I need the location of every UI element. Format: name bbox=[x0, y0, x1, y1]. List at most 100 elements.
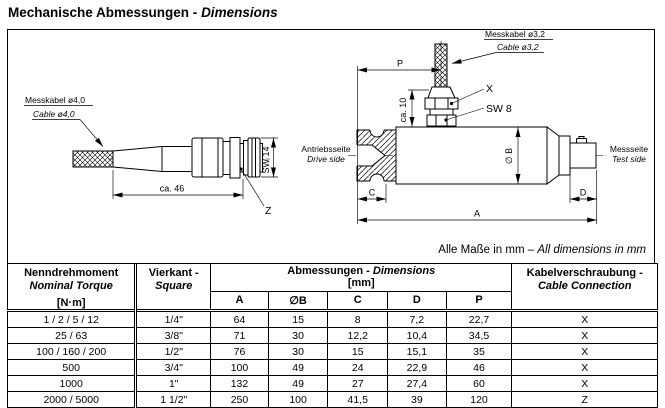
dimensions-table: Nenndrehmoment Nominal Torque [N·m] Vier… bbox=[6, 263, 658, 408]
cell-c: 27 bbox=[327, 375, 389, 392]
dim-d-label: D bbox=[580, 188, 587, 198]
cable-label-en: Cable ø4,0 bbox=[33, 109, 75, 119]
dimension-b: ∅ B bbox=[504, 127, 521, 184]
cell-square: 1 1/2" bbox=[134, 391, 212, 408]
dimensions-table-container: Nenndrehmoment Nominal Torque [N·m] Vier… bbox=[6, 263, 658, 408]
cell-b: 30 bbox=[267, 343, 329, 360]
dimension-sw8: SW 8 bbox=[444, 103, 512, 122]
cell-b: 100 bbox=[267, 391, 329, 408]
dimension-d: D bbox=[569, 170, 598, 224]
cable-gland bbox=[424, 86, 459, 127]
dimension-c: C bbox=[357, 184, 387, 203]
cell-p: 120 bbox=[445, 391, 513, 408]
cell-c: 8 bbox=[327, 309, 389, 328]
cell-a: 64 bbox=[210, 309, 269, 328]
dim-c-label: C bbox=[369, 188, 376, 198]
cell-b: 15 bbox=[267, 309, 329, 328]
dim-ca10-label: ca. 10 bbox=[398, 98, 408, 123]
col-header-dimensions-en: Dimensions bbox=[372, 264, 436, 277]
col-header-cable-en: Cable Connection bbox=[537, 279, 632, 292]
col-header-square-en: Square bbox=[155, 279, 193, 292]
subcol-b: ∅B bbox=[267, 290, 329, 312]
col-header-dimensions: Abmessungen - Dimensions [mm] bbox=[210, 263, 513, 292]
cell-square: 1" bbox=[134, 375, 212, 392]
page-title-de: Mechanische Abmessungen - bbox=[8, 5, 202, 20]
technical-drawing: Messkabel ø4,0 Cable ø4,0 ca. 46 bbox=[24, 29, 649, 256]
dim-a-label: A bbox=[474, 209, 480, 219]
dim-b-label: ∅ B bbox=[504, 148, 514, 164]
table-row: 1 / 2 / 5 / 12 1/4" 64 15 8 7,2 22,7 X bbox=[6, 309, 658, 328]
reference-z: Z bbox=[239, 167, 272, 217]
cell-square: 1/2" bbox=[134, 343, 212, 360]
measuring-cable-4mm bbox=[72, 150, 114, 168]
leader-line bbox=[451, 52, 497, 64]
connector-body bbox=[191, 137, 263, 179]
col-header-dimensions-de: Abmessungen - bbox=[287, 264, 373, 277]
units-note-en: All dimensions in mm bbox=[536, 244, 646, 256]
cell-cable: X bbox=[511, 359, 658, 376]
cell-p: 35 bbox=[445, 343, 513, 360]
cell-cable: X bbox=[511, 343, 658, 360]
cell-cable: X bbox=[511, 375, 658, 392]
col-header-torque: Nenndrehmoment Nominal Torque [N·m] bbox=[6, 263, 137, 311]
drive-side-label-de: Antriebsseite bbox=[301, 144, 350, 154]
square-drive-section bbox=[356, 128, 397, 183]
reference-x: X bbox=[449, 83, 493, 106]
dimension-sw14: SW 14 bbox=[261, 137, 278, 178]
cell-d: 15,1 bbox=[387, 343, 447, 360]
cell-square: 3/4" bbox=[134, 359, 212, 376]
test-side-label-de: Messseite bbox=[610, 144, 649, 154]
left-drawing-cable-connector: Messkabel ø4,0 Cable ø4,0 ca. 46 bbox=[24, 95, 278, 217]
cell-a: 76 bbox=[210, 343, 269, 360]
table-row: 2000 / 5000 1 1/2" 250 100 41,5 39 120 Z bbox=[6, 391, 658, 408]
cell-c: 12,2 bbox=[327, 327, 389, 344]
cell-p: 46 bbox=[445, 359, 513, 376]
col-header-cable-de: Kabelverschraubung - bbox=[526, 267, 643, 279]
cell-d: 7,2 bbox=[387, 309, 447, 328]
col-header-cable: Kabelverschraubung - Cable Connection bbox=[511, 263, 658, 311]
cable-label-en: Cable ø3,2 bbox=[497, 42, 539, 52]
output-shaft-section bbox=[546, 126, 597, 185]
subcol-d: D bbox=[387, 290, 447, 312]
cell-d: 27,4 bbox=[387, 375, 447, 392]
cell-c: 15 bbox=[327, 343, 389, 360]
dimension-a: A bbox=[357, 209, 597, 223]
measuring-cable-3mm bbox=[434, 43, 448, 89]
leader-line bbox=[79, 119, 104, 147]
cell-a: 71 bbox=[210, 327, 269, 344]
units-note-de: Alle Maße in mm – bbox=[438, 244, 537, 256]
dim-sw8-label: SW 8 bbox=[486, 103, 512, 115]
cable-strain-relief-cone bbox=[112, 146, 193, 172]
drive-side-label-en: Drive side bbox=[307, 154, 345, 164]
cell-d: 22,9 bbox=[387, 359, 447, 376]
cell-cable: X bbox=[511, 327, 658, 344]
cell-p: 34,5 bbox=[445, 327, 513, 344]
cable-label-right: Messkabel ø3,2 Cable ø3,2 bbox=[451, 29, 553, 64]
cell-p: 60 bbox=[445, 375, 513, 392]
ref-x-label: X bbox=[486, 83, 493, 95]
sensor-body bbox=[395, 126, 548, 185]
table-header-row-1: Nenndrehmoment Nominal Torque [N·m] Vier… bbox=[6, 263, 658, 311]
cell-cable: X bbox=[511, 309, 658, 328]
cell-a: 100 bbox=[210, 359, 269, 376]
page-title-en: Dimensions bbox=[201, 5, 278, 20]
subcol-c: C bbox=[327, 290, 389, 312]
cell-c: 41,5 bbox=[327, 391, 389, 408]
cell-torque: 500 bbox=[6, 359, 137, 376]
cell-square: 3/8" bbox=[134, 327, 212, 344]
col-header-square: Vierkant - Square bbox=[134, 263, 212, 311]
page-title: Mechanische Abmessungen - Dimensions bbox=[8, 5, 278, 20]
col-header-torque-unit: [N·m] bbox=[56, 297, 86, 309]
cell-b: 49 bbox=[267, 359, 329, 376]
dimension-ca-46: ca. 46 bbox=[112, 170, 244, 199]
cell-p: 22,7 bbox=[445, 309, 513, 328]
cell-a: 250 bbox=[210, 391, 269, 408]
col-header-dimensions-unit: [mm] bbox=[347, 277, 375, 290]
cell-d: 39 bbox=[387, 391, 447, 408]
cell-b: 30 bbox=[267, 327, 329, 344]
cell-torque: 100 / 160 / 200 bbox=[6, 343, 137, 360]
dim-sw14-label: SW 14 bbox=[261, 146, 271, 173]
subcol-p: P bbox=[445, 290, 513, 312]
cell-torque: 25 / 63 bbox=[6, 327, 137, 344]
